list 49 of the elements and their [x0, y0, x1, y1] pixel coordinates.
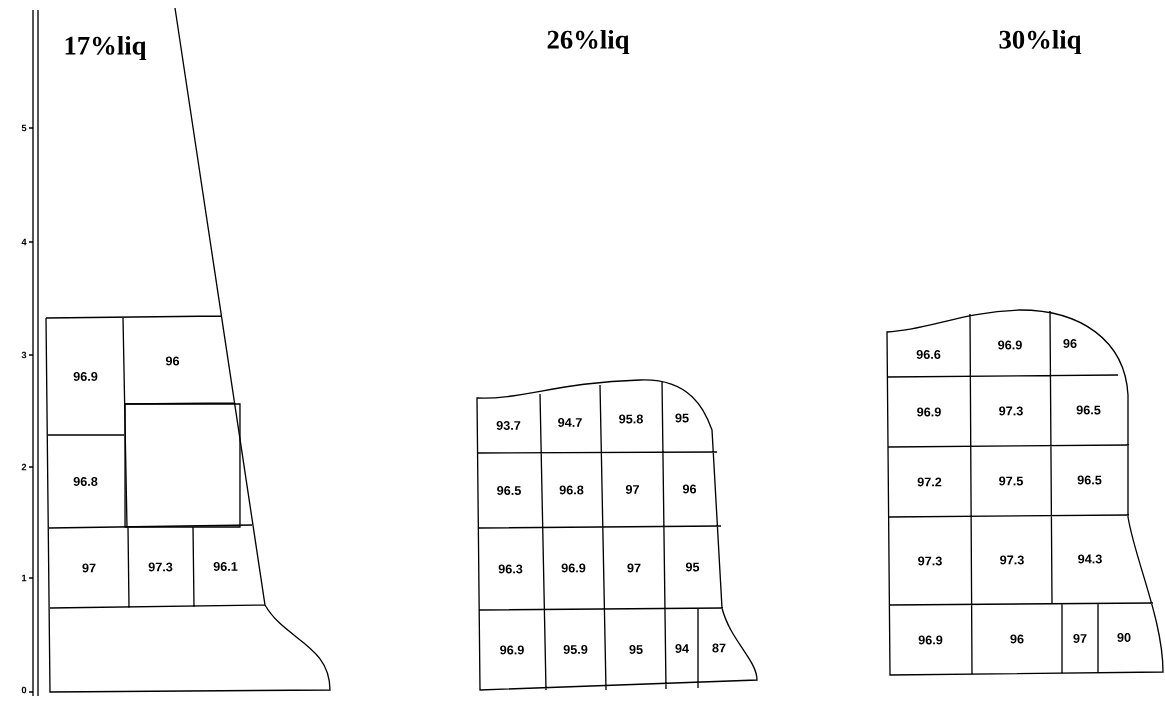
value-cell: 97: [82, 563, 96, 573]
value-cell: 94.3: [1078, 554, 1102, 564]
value-cell: 96.9: [917, 407, 941, 417]
value-cell: 96.6: [916, 350, 941, 359]
panel-title: 30%liq: [999, 29, 1082, 55]
tick-label: 5: [21, 124, 27, 132]
value-cell: 95: [675, 413, 689, 423]
tick-label: 0: [21, 686, 27, 694]
value-cell: 96.9: [918, 635, 943, 645]
value-cell: 97.5: [999, 476, 1023, 486]
value-cell: 96: [1063, 339, 1077, 348]
value-cell: 97: [627, 563, 641, 573]
value-cell: 97.3: [1000, 555, 1024, 565]
value-cell: 96.5: [1077, 475, 1102, 485]
value-cell: 96.3: [498, 564, 523, 574]
value-cell: 97.2: [917, 477, 942, 487]
value-cell: 94: [675, 644, 689, 653]
value-cell: 95.8: [619, 414, 643, 424]
panel-title: 26%liq: [547, 29, 630, 55]
value-cell: 95: [685, 562, 700, 572]
value-cell: 97.3: [918, 556, 942, 566]
tick-label: 4: [21, 238, 27, 246]
value-cell: 96.5: [497, 486, 521, 495]
value-cell: 87: [712, 643, 726, 653]
tick-label: 2: [21, 463, 27, 471]
value-cell: 94.7: [558, 418, 582, 427]
value-cell: 96: [1010, 634, 1024, 644]
value-cell: 96.9: [998, 340, 1022, 350]
value-cell: 97.3: [148, 562, 173, 572]
value-cell: 97: [625, 485, 639, 494]
value-cell: 96.9: [73, 372, 98, 381]
value-cell: 96.9: [561, 563, 586, 573]
panel-title: 17%liq: [65, 35, 147, 61]
value-cell: 95: [629, 645, 643, 654]
value-cell: 96.8: [73, 477, 98, 486]
value-cell: 96.9: [500, 645, 524, 655]
value-cell: 95.9: [563, 645, 588, 654]
value-cell: 96: [165, 356, 180, 366]
value-cell: 90: [1117, 633, 1131, 642]
value-cell: 97.3: [999, 406, 1023, 416]
tick-label: 1: [22, 574, 27, 582]
value-cell: 93.7: [496, 421, 521, 430]
value-cell: 96.1: [213, 562, 238, 571]
empty-cell: [124, 403, 241, 528]
value-cell: 96: [682, 484, 697, 494]
value-cell: 96.5: [1076, 405, 1101, 415]
value-cell: 96.8: [559, 485, 584, 495]
tick-label: 3: [21, 351, 27, 359]
value-cell: 97: [1073, 634, 1087, 643]
